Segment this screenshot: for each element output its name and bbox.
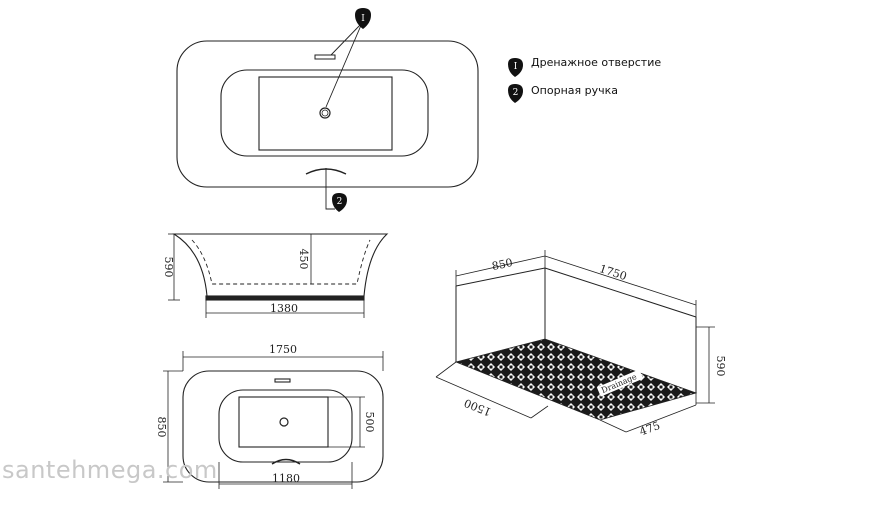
callout-2-icon: 2 [332, 193, 347, 212]
iso-width-label: 850 [491, 256, 514, 273]
support-handle-2 [271, 458, 301, 465]
length-label: 1750 [269, 343, 297, 356]
side-view [168, 233, 389, 318]
drain-hole-2 [279, 417, 289, 427]
inner-depth-label: 450 [297, 249, 310, 270]
legend: I Дренажное отверстие 2 Опорная ручка [508, 56, 661, 103]
svg-text:I: I [514, 62, 518, 72]
basin-floor-2 [238, 396, 329, 448]
isometric-view [435, 250, 715, 433]
iso-drain-offset-label: 475 [638, 419, 662, 438]
callout-1-icon: I [355, 8, 371, 29]
legend-label: Опорная ручка [531, 84, 618, 97]
tub-profile [172, 233, 389, 297]
inner-height-label: 500 [363, 412, 376, 433]
legend-item-handle: 2 Опорная ручка [508, 84, 618, 103]
svg-text:2: 2 [513, 88, 519, 98]
drain-hole [319, 107, 331, 119]
svg-text:I: I [361, 14, 365, 24]
inner-basin-outline [220, 69, 429, 157]
svg-text:2: 2 [337, 197, 343, 207]
outer-rim [176, 40, 479, 188]
legend-item-drain: I Дренажное отверстие [508, 56, 661, 77]
legend-label: Дренажное отверстие [531, 56, 661, 69]
bottom-plan-view [163, 351, 384, 489]
inner-wall-dashed [191, 239, 371, 285]
top-plan-view [176, 22, 479, 210]
overflow-slot [314, 54, 336, 60]
outer-rim-2 [182, 370, 384, 483]
width-label: 850 [155, 417, 168, 438]
side-height-label: 590 [162, 257, 175, 278]
watermark: santehmega.com [2, 456, 218, 484]
base-width-label: 1380 [270, 302, 298, 315]
iso-length-label: 1750 [598, 262, 629, 283]
inner-basin-outline-2 [218, 389, 353, 463]
iso-height-label: 590 [714, 356, 727, 377]
inner-width-label: 1180 [272, 472, 300, 485]
marker-1-icon [508, 58, 523, 77]
basin-floor [258, 76, 393, 151]
marker-2-icon [508, 84, 523, 103]
